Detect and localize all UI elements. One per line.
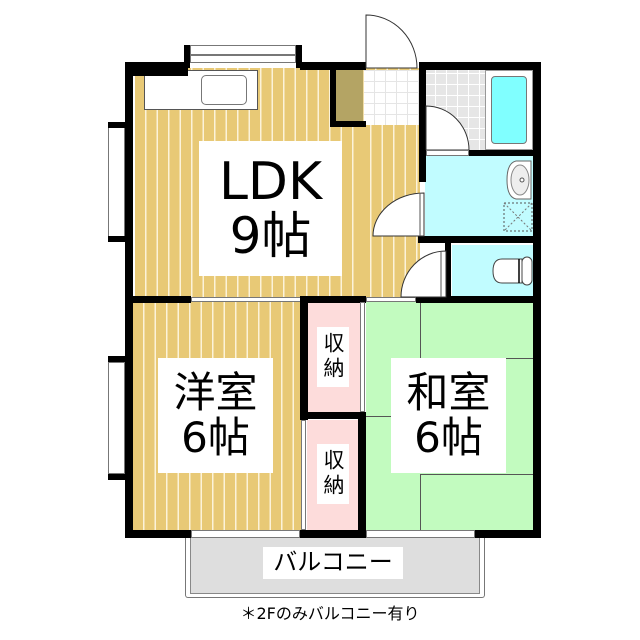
window [191,530,300,538]
japanese-room-size: 6帖 [414,412,483,462]
wall [125,530,191,538]
closet-upper-label: 収納 [317,327,349,387]
wall [330,62,336,127]
wall [108,122,128,128]
western-room-size: 6帖 [181,412,250,462]
bath-door-swing[interactable] [425,105,470,151]
wall [300,296,366,303]
washing-machine-space-icon [503,202,533,232]
closet-upper-name: 収納 [321,332,346,382]
wall [358,412,366,536]
entrance-door[interactable] [364,13,418,69]
wall [184,45,190,68]
closet-lower-name: 収納 [321,449,346,499]
toilet-door[interactable] [400,250,447,298]
bathroom-door[interactable] [426,150,469,156]
wall [300,412,366,419]
window [108,362,125,474]
washroom-door[interactable] [372,192,426,237]
wall [125,62,188,76]
sliding-door[interactable] [191,297,301,302]
washbasin-icon [506,160,532,200]
window [366,530,475,538]
japanese-room-label: 和室 6帖 [391,358,506,473]
sliding-door[interactable] [366,297,416,302]
entrance-floor [364,70,420,125]
window [190,55,296,63]
western-room-name: 洋室 [173,368,258,418]
wall [475,530,541,538]
wall [330,121,366,127]
balcony [185,536,485,598]
ldk-label: LDK 9帖 [199,141,342,276]
wall [300,296,308,420]
wall [108,474,128,480]
wall [108,356,128,362]
western-room-label: 洋室 6帖 [158,358,273,473]
balcony-note: ＊2Fのみバルコニー有り [200,600,460,624]
tatami-line [420,474,421,530]
wall [420,62,540,70]
wall [418,236,538,243]
wall [416,296,540,303]
wall [296,45,302,68]
ldk-name: LDK [218,151,323,212]
note-text: ＊2Fのみバルコニー有り [240,604,420,623]
window [190,45,296,55]
tatami-line [420,474,534,475]
japanese-room-name: 和室 [406,368,491,418]
closet-door[interactable] [301,420,306,530]
closet-door[interactable] [360,302,365,412]
toilet-icon [492,255,534,287]
kitchen-counter [144,70,258,110]
bathtub-icon [485,70,533,150]
balcony-name: バルコニー [273,548,393,577]
refrigerator-space [336,70,363,125]
tatami-line [420,302,421,368]
closet-lower-label: 収納 [317,444,349,504]
wall [445,243,451,300]
balcony-label: バルコニー [263,547,403,579]
ldk-size: 9帖 [229,206,312,265]
tatami-line [505,358,534,359]
window [108,126,125,238]
tatami-line [366,416,414,417]
wall [419,62,426,182]
wall [108,236,128,242]
wall [300,530,366,538]
wall [125,296,191,303]
kitchen-sink-icon [201,75,247,105]
wall [469,150,539,156]
